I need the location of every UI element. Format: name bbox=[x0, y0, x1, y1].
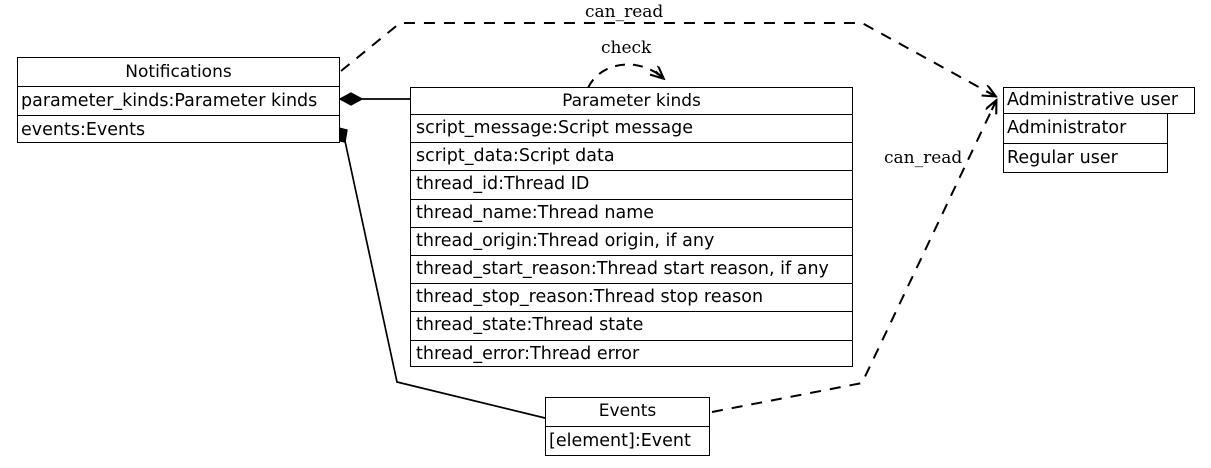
class-attribute-row: script_data:Script data bbox=[411, 142, 852, 170]
class-attribute-row: Regular user bbox=[1003, 143, 1168, 173]
class-title-notifications: Notifications bbox=[125, 62, 232, 82]
edge-label-can-read-top: can_read bbox=[585, 2, 664, 22]
class-box-events[interactable]: Events [element]:Event bbox=[545, 397, 710, 456]
class-attribute-row: Administrator bbox=[1003, 114, 1168, 144]
class-title-events: Events bbox=[598, 401, 657, 421]
edge-label-can-read-middle: can_read bbox=[884, 148, 963, 168]
edge-label-check: check bbox=[601, 38, 652, 58]
composition-diamond-icon bbox=[338, 92, 364, 106]
class-title-parameter-kinds: Parameter kinds bbox=[562, 91, 701, 111]
class-attribute-row: script_message:Script message bbox=[411, 114, 852, 142]
class-attribute-row: events:Events bbox=[18, 115, 339, 144]
class-attribute-row: thread_id:Thread ID bbox=[411, 170, 852, 198]
class-attribute-row: thread_state:Thread state bbox=[411, 311, 852, 339]
edge-events-admin-can-read bbox=[711, 101, 996, 413]
class-attribute-row: thread_stop_reason:Thread stop reason bbox=[411, 283, 852, 311]
class-box-parameter-kinds[interactable]: Parameter kinds script_message:Script me… bbox=[410, 87, 853, 367]
class-title-administrative-user: Administrative user bbox=[1003, 87, 1195, 114]
edge-notifications-admin-can-read bbox=[340, 22, 995, 96]
edge-check-arc bbox=[587, 63, 663, 89]
class-box-administrative-user[interactable]: Administrative user Administrator Regula… bbox=[1003, 87, 1195, 173]
edge-notifications-parameter-kinds bbox=[338, 92, 410, 106]
class-attribute-row: thread_error:Thread error bbox=[411, 339, 852, 368]
class-box-notifications[interactable]: Notifications parameter_kinds:Parameter … bbox=[17, 57, 340, 143]
class-attribute-row: [element]:Event bbox=[546, 426, 709, 455]
class-attribute-row: thread_origin:Thread origin, if any bbox=[411, 226, 852, 255]
class-attribute-row: parameter_kinds:Parameter kinds bbox=[18, 86, 339, 115]
class-attribute-row: thread_start_reason:Thread start reason,… bbox=[411, 254, 852, 283]
class-attribute-row: thread_name:Thread name bbox=[411, 198, 852, 227]
